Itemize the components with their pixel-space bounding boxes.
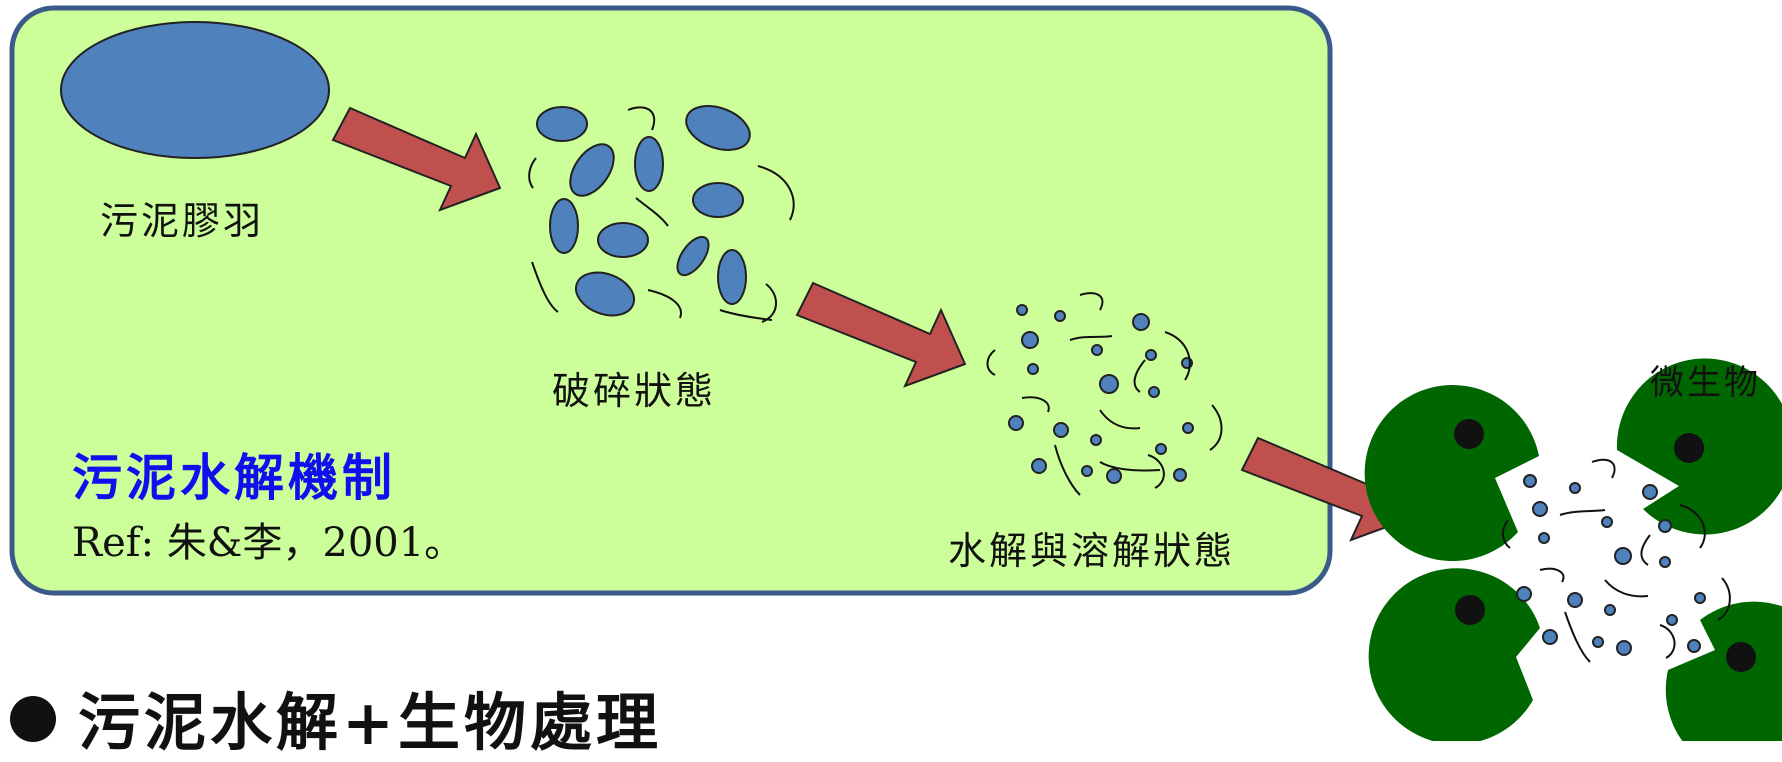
hydrolysis-diagram bbox=[9, 5, 1782, 741]
diagram-stage: 污泥膠羽 破碎狀態 水解與溶解狀態 微生物 污泥水解機制 Ref: 朱&李，20… bbox=[9, 5, 1782, 759]
arrow-icon bbox=[331, 106, 502, 212]
sludge-floc-ellipse bbox=[60, 21, 330, 159]
microbe-pacman-icon bbox=[1665, 601, 1782, 741]
arrow-icon bbox=[795, 281, 967, 388]
microbe-pacman-icon bbox=[1616, 358, 1782, 535]
fiber-curls bbox=[986, 292, 1223, 496]
bullet-heading: 污泥水解+生物處理 bbox=[10, 672, 662, 762]
mechanism-panel bbox=[9, 5, 1333, 596]
reference-text: Ref: 朱&李，2001。 bbox=[72, 520, 465, 566]
broken-state-label: 破碎狀態 bbox=[552, 369, 717, 413]
microbe-label: 微生物 bbox=[1650, 363, 1761, 403]
bullet-icon bbox=[10, 696, 56, 742]
microbe-pacman-icon bbox=[1368, 568, 1540, 741]
broken-state-cluster bbox=[536, 105, 751, 317]
hydrolysis-state-label: 水解與溶解狀態 bbox=[948, 529, 1236, 573]
microbe-pacman-icon bbox=[1364, 385, 1539, 562]
mechanism-title: 污泥水解機制 bbox=[72, 448, 396, 507]
hydrolysis-state-cluster bbox=[1008, 304, 1194, 484]
sludge-floc-label: 污泥膠羽 bbox=[100, 199, 265, 243]
fiber-curls bbox=[1502, 458, 1731, 663]
fiber-curls bbox=[528, 106, 795, 323]
microbe-cluster-particles bbox=[1516, 474, 1706, 656]
bullet-heading-text: 污泥水解+生物處理 bbox=[78, 686, 662, 759]
